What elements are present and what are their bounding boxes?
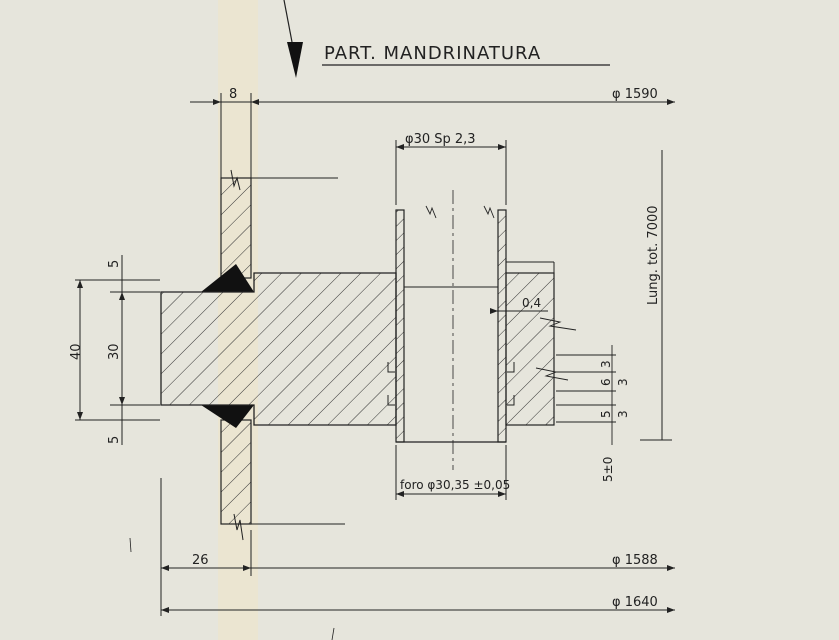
weld-bottom [201, 405, 254, 428]
dim-hole-label: foro φ30,35 ±0,05 [400, 478, 510, 492]
weld-top [201, 264, 254, 292]
plate-bottom [220, 419, 345, 541]
drawing-title: PART. MANDRINATURA [324, 43, 541, 64]
dim-1640-label: φ 1640 [612, 595, 658, 610]
dimension-bottom [129, 478, 675, 640]
dim-5-bottom-label: 5 [107, 436, 122, 444]
dimension-right-stack [556, 345, 616, 445]
boss-body [160, 272, 397, 426]
dim-length-label: Lung. tot. 7000 [646, 205, 661, 305]
dim-40-label: 40 [69, 343, 84, 360]
dim-5-top-label: 5 [107, 260, 122, 268]
dimension-top [190, 93, 675, 178]
dimension-hole [395, 445, 507, 500]
dim-6-label: 6 [599, 378, 613, 386]
dimension-tube [395, 140, 507, 205]
dimension-length [640, 150, 672, 441]
dim-1590-label: φ 1590 [612, 87, 658, 102]
dim-3c-label: 3 [616, 410, 630, 418]
dimension-left [75, 255, 160, 445]
dim-26-label: 26 [192, 553, 209, 568]
dim-8-label: 8 [229, 87, 237, 102]
dim-1588-label: φ 1588 [612, 553, 658, 568]
plate-top [220, 169, 338, 279]
dimension-gap [490, 308, 548, 314]
dim-tube-label: φ30 Sp 2,3 [405, 132, 476, 147]
dim-tolerance-label: 5±0 [601, 457, 615, 482]
right-flange [505, 261, 577, 426]
dim-3a-label: 3 [599, 360, 613, 368]
dim-3b-label: 3 [616, 378, 630, 386]
dim-30-label: 30 [107, 343, 122, 360]
tube [387, 190, 515, 470]
dim-5-label: 5 [599, 410, 613, 418]
dim-gap-label: 0,4 [522, 296, 541, 310]
section-arrow [283, 0, 303, 78]
